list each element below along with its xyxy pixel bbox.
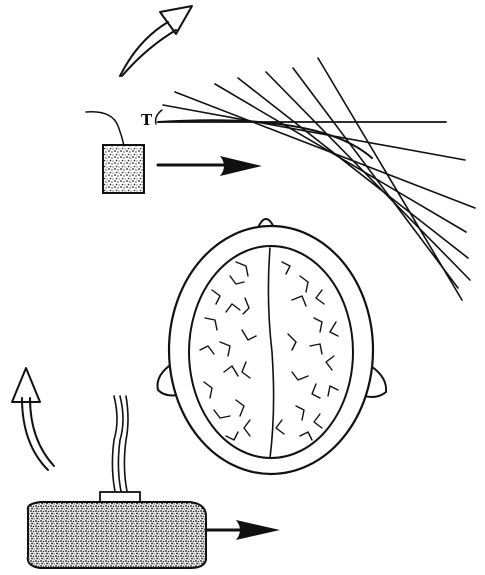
angle-label: T bbox=[141, 111, 153, 129]
rotation-arrow-top bbox=[120, 6, 192, 76]
small-coil-sensor bbox=[86, 112, 144, 193]
translation-arrow-bottom bbox=[206, 520, 280, 540]
brain-top-view bbox=[158, 219, 387, 474]
rotation-arrow-left bbox=[12, 368, 54, 470]
translation-arrow-top bbox=[158, 156, 262, 176]
large-coil-sensor bbox=[28, 396, 206, 568]
